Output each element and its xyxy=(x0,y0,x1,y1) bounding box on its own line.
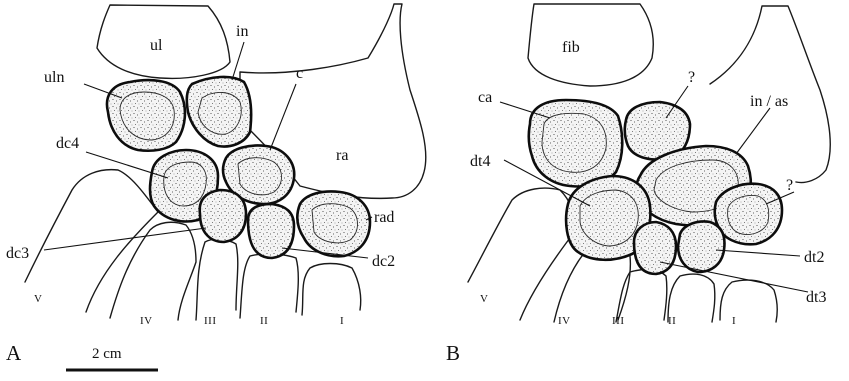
label-dt2: dt2 xyxy=(804,249,824,266)
label-q2: ? xyxy=(786,177,793,194)
digit-b-ii: II xyxy=(668,315,676,327)
tarsal-dt2 xyxy=(678,222,724,273)
label-dc3: dc3 xyxy=(6,245,29,262)
digit-a-i: I xyxy=(340,315,344,327)
panel-b-letter: B xyxy=(446,341,460,365)
tarsal-dt3 xyxy=(634,222,676,274)
label-in: in xyxy=(236,23,248,40)
digit-b-v: V xyxy=(480,293,488,305)
carpal-dc2 xyxy=(248,204,294,258)
metacarpal-ii xyxy=(240,254,298,318)
digit-a-v: V xyxy=(34,293,42,305)
panel-b: fib ? ca in / as dt4 ? dt2 dt3 V IV III … xyxy=(446,4,830,365)
leader-c xyxy=(270,84,296,150)
label-dc4: dc4 xyxy=(56,135,79,152)
fibula-outline xyxy=(528,4,653,86)
label-dc2: dc2 xyxy=(372,253,395,270)
metacarpal-v xyxy=(25,170,158,312)
leader-in xyxy=(232,42,244,80)
label-ul: ul xyxy=(150,37,163,54)
leader-dt2 xyxy=(716,250,800,256)
leader-dt3 xyxy=(660,262,808,292)
digit-a-iv: IV xyxy=(140,315,153,327)
carpal-uln xyxy=(107,80,185,151)
digit-b-iii: III xyxy=(612,315,625,327)
label-q1: ? xyxy=(688,69,695,86)
label-c: c xyxy=(296,65,303,82)
label-rad: rad xyxy=(374,209,394,226)
metacarpal-iii xyxy=(196,239,238,320)
label-dt4: dt4 xyxy=(470,153,490,170)
scale-bar-label: 2 cm xyxy=(92,346,122,362)
panel-a-letter: A xyxy=(6,341,22,365)
metatarsal-i xyxy=(720,280,777,322)
carpal-dc3 xyxy=(200,190,246,242)
ulna-outline xyxy=(97,5,230,78)
metacarpal-i xyxy=(302,264,361,316)
digit-a-ii: II xyxy=(260,315,268,327)
leader-in-as xyxy=(736,108,770,154)
label-uln: uln xyxy=(44,69,64,86)
label-dt3: dt3 xyxy=(806,289,826,306)
label-in-as: in / as xyxy=(750,93,788,110)
panel-a: ul in uln c ra dc4 rad dc3 dc2 V IV III … xyxy=(6,4,426,365)
label-ca: ca xyxy=(478,89,492,106)
digit-b-i: I xyxy=(732,315,736,327)
label-fib: fib xyxy=(562,39,580,56)
label-ra: ra xyxy=(336,147,348,164)
digit-b-iv: IV xyxy=(558,315,571,327)
carpal-rad xyxy=(297,192,370,257)
metacarpal-iv xyxy=(110,222,196,320)
scale-bar: 2 cm xyxy=(66,346,158,370)
digit-a-iii: III xyxy=(204,315,217,327)
